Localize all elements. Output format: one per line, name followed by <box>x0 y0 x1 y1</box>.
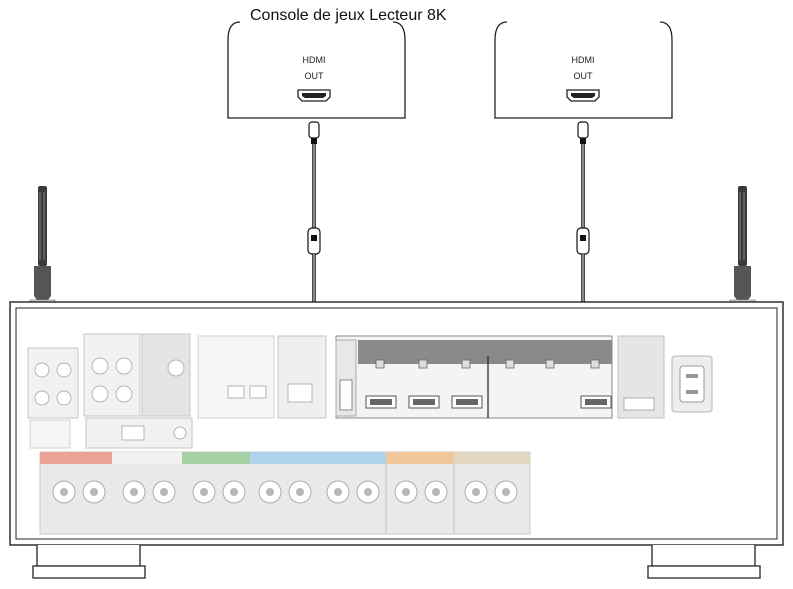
hdmi-out-label-line1: HDMI <box>572 55 595 65</box>
hdmi-port-icon <box>566 89 600 102</box>
hdmi-out-label-line2: OUT <box>574 71 594 81</box>
hdmi-out-label-line1: HDMI <box>303 55 326 65</box>
hdmi-port-icon <box>297 89 331 102</box>
diagram-caption: Console de jeux Lecteur 8K <box>250 7 447 24</box>
speaker-terminal-icon <box>39 451 531 535</box>
source-device-right: HDMI OUT <box>494 21 673 119</box>
hdmi-out-label-line2: OUT <box>305 71 325 81</box>
source-device-left: HDMI OUT <box>227 21 406 119</box>
hdmi-input-panel <box>335 335 613 419</box>
power-inlet-icon <box>679 365 705 403</box>
av-receiver-rear-panel <box>9 301 784 579</box>
